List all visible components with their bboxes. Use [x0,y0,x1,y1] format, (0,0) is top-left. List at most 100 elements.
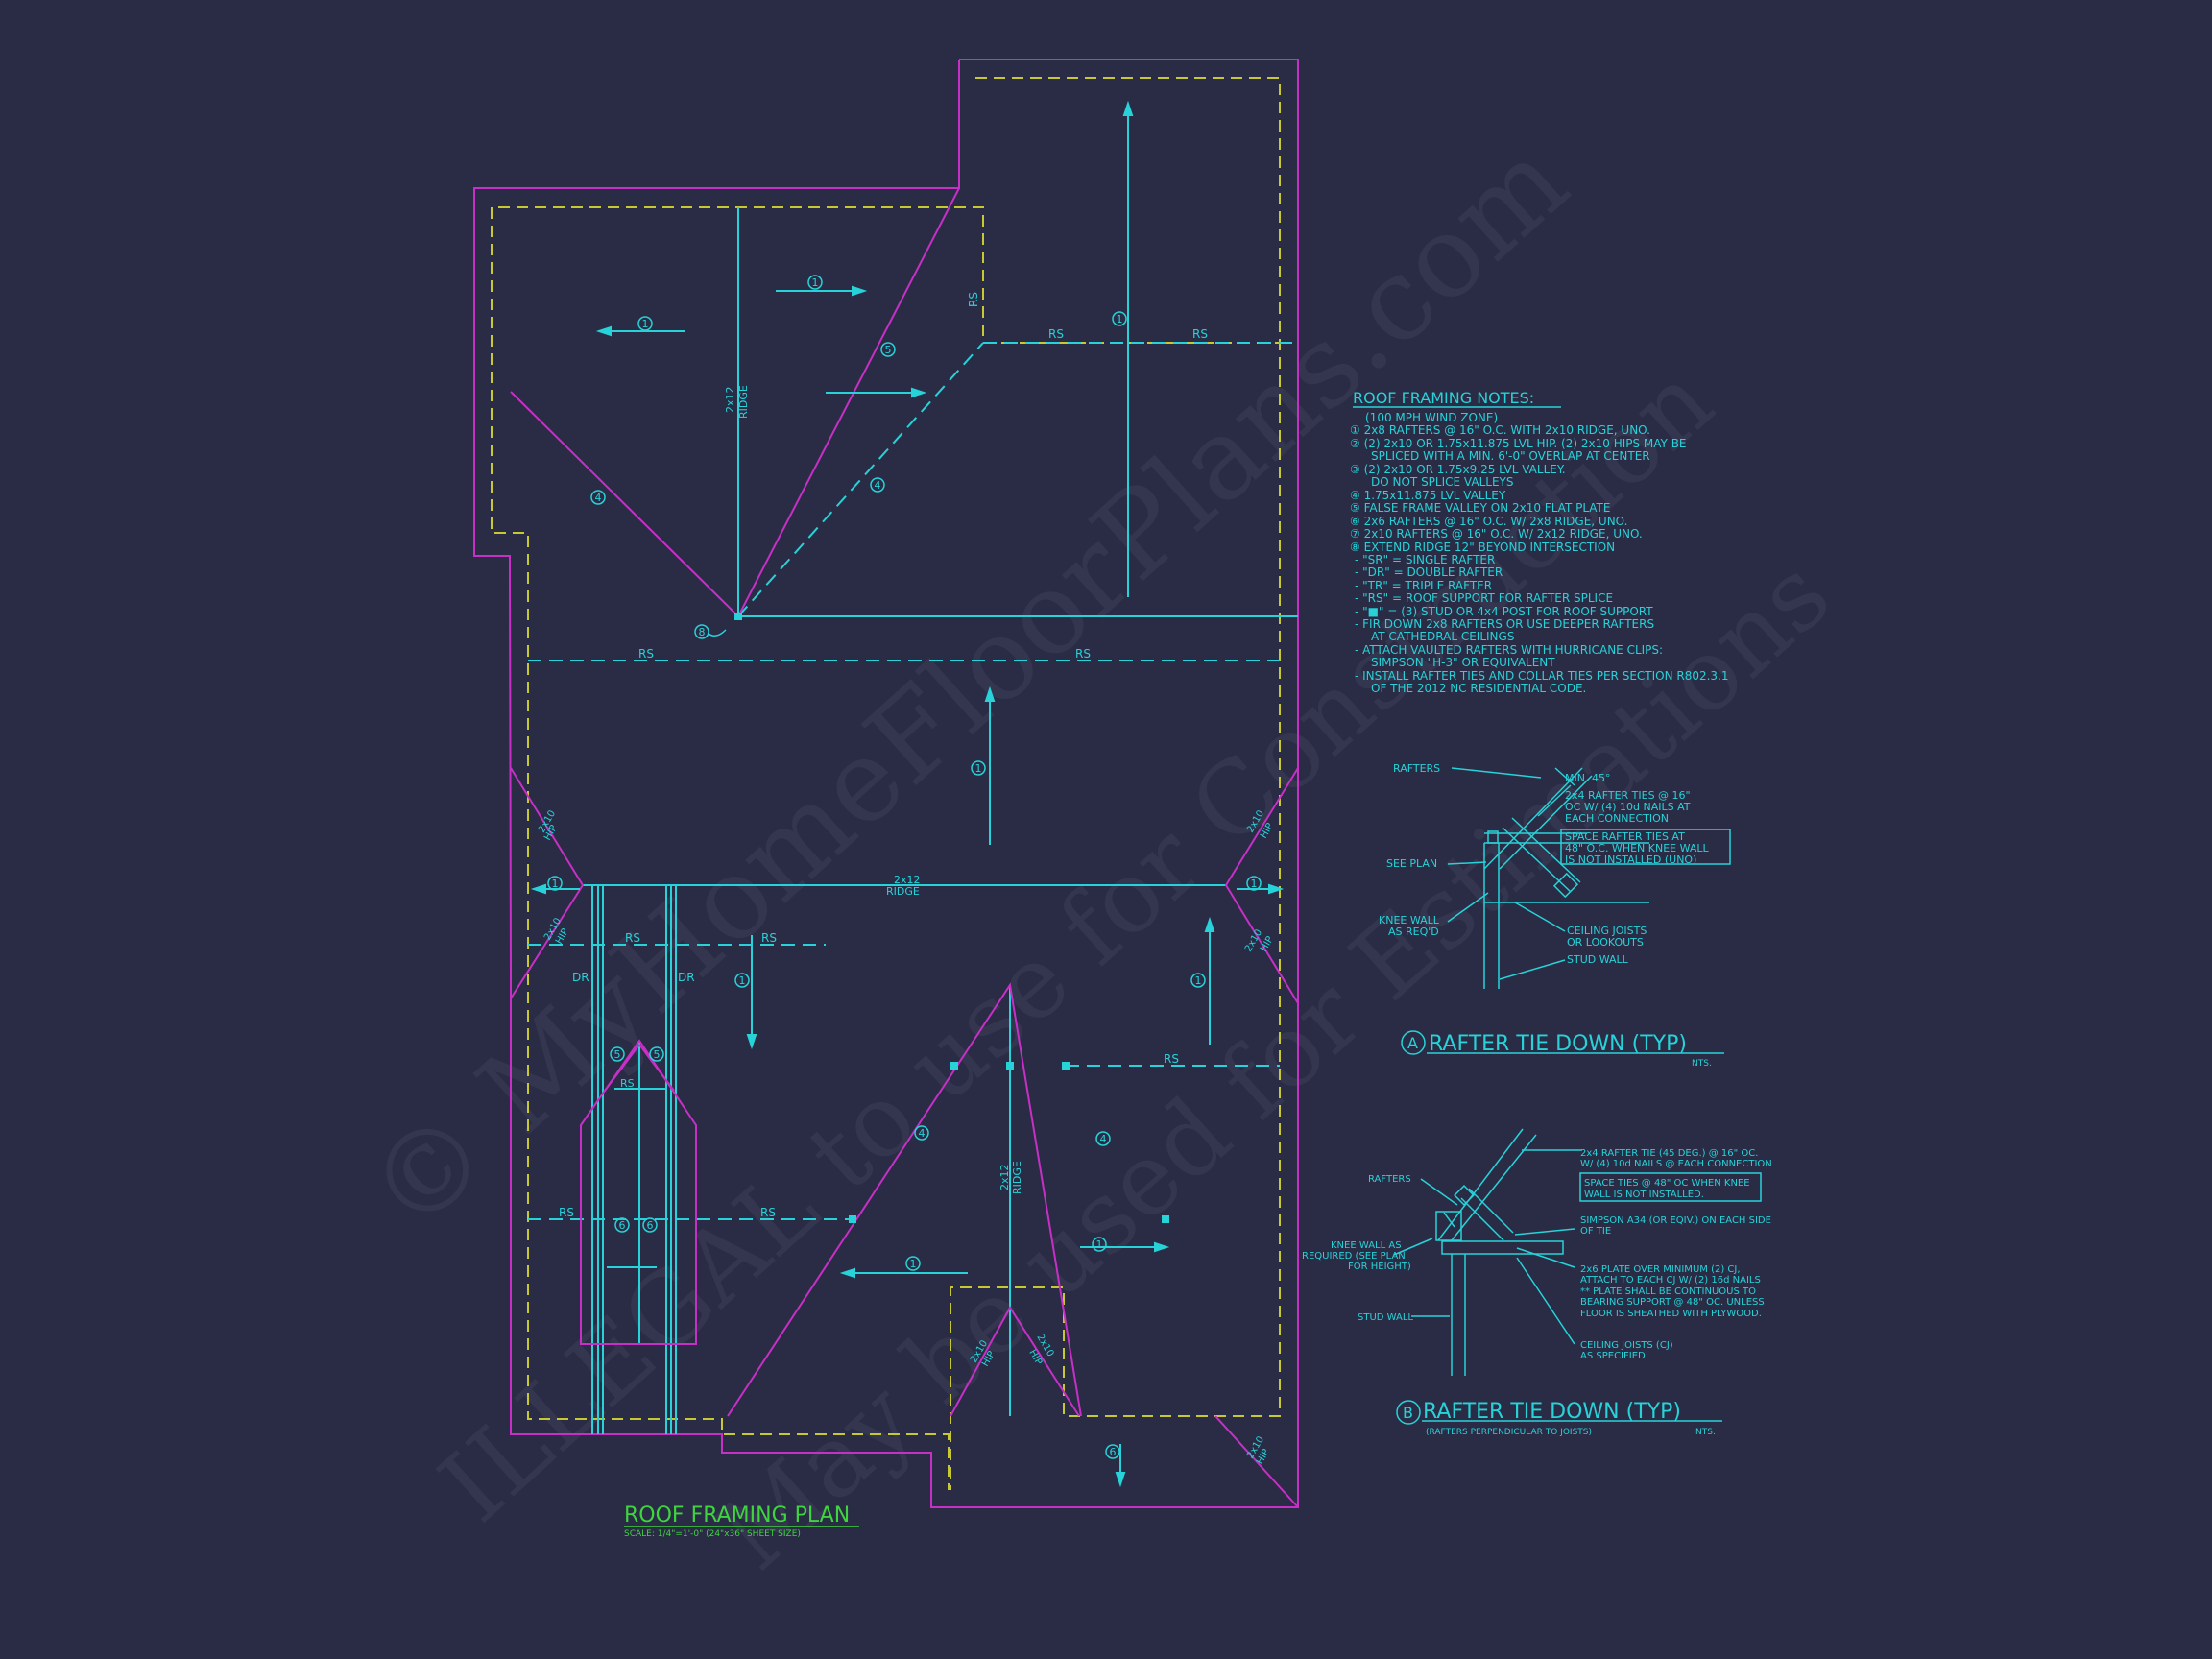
mark-1: 1 [1251,878,1258,890]
gable-large [727,982,1082,1417]
rs-label: RS [761,931,777,945]
detail-b-plate: ATTACH TO EACH CJ W/ (2) 16d NAILS [1580,1275,1761,1286]
note-line: ⑤ FALSE FRAME VALLEY ON 2x10 FLAT PLATE [1350,501,1610,515]
ridge-size-label: 2x12 [998,1164,1011,1190]
detail-a: RAFTERS MIN. 45° 2x4 RAFTER TIES @ 16" O… [1379,762,1731,1069]
dormer-outline [580,1039,697,1345]
note-line: ④ 1.75x11.875 LVL VALLEY [1350,489,1506,502]
rs-label: RS [760,1206,776,1219]
detail-b-title: RAFTER TIE DOWN (TYP) [1423,1400,1681,1424]
note-line: ⑧ EXTEND RIDGE 12" BEYOND INTERSECTION [1350,541,1615,554]
note-line: DO NOT SPLICE VALLEYS [1371,475,1513,489]
mark-1: 1 [739,974,746,987]
valley-dashed [737,342,984,617]
detail-a-ceiling: OR LOOKOUTS [1567,936,1644,949]
roof-framing-notes: ROOF FRAMING NOTES: (100 MPH WIND ZONE) … [1350,389,1729,695]
detail-b-nts: NTS. [1695,1428,1716,1437]
ridge-label: RIDGE [1011,1161,1023,1194]
detail-b-marker: B [1403,1404,1413,1422]
rs-label: RS [620,1077,635,1090]
note-line: (100 MPH WIND ZONE) [1365,411,1498,424]
detail-a-min-angle: MIN. 45° [1565,772,1610,784]
gable-small [950,1306,1080,1417]
mark-6: 6 [1110,1446,1117,1458]
plan-scale: SCALE: 1/4"=1'-0" (24"x36" SHEET SIZE) [624,1529,801,1539]
hip-right-pair [1224,767,1299,1004]
plan-title-block: ROOF FRAMING PLAN SCALE: 1/4"=1'-0" (24"… [624,1503,859,1539]
rs-label: RS [1192,327,1208,341]
mark-1: 1 [1195,974,1202,987]
detail-a-boxed: SPACE RAFTER TIES AT [1565,830,1685,843]
note-line: ① 2x8 RAFTERS @ 16" O.C. WITH 2x10 RIDGE… [1350,423,1650,437]
note-line: - FIR DOWN 2x8 RAFTERS OR USE DEEPER RAF… [1355,617,1654,631]
detail-b: RAFTERS 2x4 RAFTER TIE (45 DEG.) @ 16" O… [1302,1128,1772,1437]
mark-1: 1 [552,878,559,890]
rs-label: RS [559,1206,574,1219]
dormer-valley-a [604,1044,640,1092]
ridge-label: RIDGE [886,885,920,898]
detail-a-ties: 2x4 RAFTER TIES @ 16" [1565,789,1691,802]
valley-upper [510,391,739,617]
detail-a-ties: OC W/ (4) 10d NAILS AT [1565,801,1691,813]
mark-8: 8 [699,626,706,638]
mark-6: 6 [619,1219,626,1232]
detail-b-ceiling: AS SPECIFIED [1580,1351,1646,1361]
hip-bottom-right [1214,1415,1299,1508]
callout-marks: 1 1 1 5 4 4 8 1 1 1 1 1 5 5 4 4 6 6 1 1 … [547,275,1262,1459]
note-line: SPLICED WITH A MIN. 6'-0" OVERLAP AT CEN… [1371,449,1650,463]
note-line: - INSTALL RAFTER TIES AND COLLAR TIES PE… [1355,669,1729,683]
detail-a-knee-wall: KNEE WALL [1379,914,1440,926]
detail-b-plate: BEARING SUPPORT @ 48" OC. UNLESS [1580,1297,1765,1308]
roof-plan [473,59,1299,1508]
mark-5: 5 [614,1048,621,1061]
mark-1: 1 [975,762,982,775]
note-line: ⑥ 2x6 RAFTERS @ 16" O.C. W/ 2x8 RIDGE, U… [1350,515,1627,528]
detail-a-knee-wall: AS REQ'D [1388,926,1439,938]
dr-label: DR [572,971,589,984]
exterior-wall-dashed [491,77,1281,1490]
detail-a-rafters: RAFTERS [1393,762,1440,775]
rs-label: RS [638,647,654,661]
rs-label: RS [1048,327,1064,341]
detail-b-simpson: SIMPSON A34 (OR EQIV.) ON EACH SIDE [1580,1215,1771,1226]
note-line: - "TR" = TRIPLE RAFTER [1355,579,1492,592]
detail-b-boxed: SPACE TIES @ 48" OC WHEN KNEE [1584,1178,1750,1189]
mark-5: 5 [654,1048,661,1061]
mark-5: 5 [885,344,892,356]
mark-1: 1 [910,1258,917,1270]
mark-1: 1 [642,318,649,330]
detail-a-stud-wall: STUD WALL [1567,953,1629,966]
detail-b-stud-wall: STUD WALL [1358,1312,1413,1323]
notes-title: ROOF FRAMING NOTES: [1353,389,1534,407]
note-line: SIMPSON "H-3" OR EQUIVALENT [1371,656,1555,669]
mark-1: 1 [1117,313,1123,325]
roof-outline [473,59,1299,1508]
plan-arrows [530,100,1285,1488]
detail-a-ties: EACH CONNECTION [1565,812,1669,825]
note-line: AT CATHEDRAL CEILINGS [1371,630,1514,643]
detail-a-boxed: 48" O.C. WHEN KNEE WALL [1565,842,1710,854]
mark-4: 4 [1100,1133,1107,1145]
rs-label: RS [1075,647,1091,661]
note-line: ② (2) 2x10 OR 1.75x11.875 LVL HIP. (2) 2… [1350,437,1687,450]
detail-b-simpson: OF TIE [1580,1226,1611,1237]
detail-b-ceiling: CEILING JOISTS (CJ) [1580,1340,1673,1351]
detail-a-nts: NTS. [1692,1059,1712,1069]
detail-a-title: RAFTER TIE DOWN (TYP) [1429,1032,1687,1056]
mark-1: 1 [1096,1238,1103,1251]
hip-upper-1 [737,187,960,617]
ridge-label: RIDGE [737,385,750,419]
detail-b-plate: 2x6 PLATE OVER MINIMUM (2) CJ, [1580,1264,1741,1275]
detail-b-knee-wall: FOR HEIGHT) [1348,1262,1411,1272]
detail-b-tie: W/ (4) 10d NAILS @ EACH CONNECTION [1580,1159,1772,1169]
rs-label: RS [967,292,980,307]
detail-b-plate: FLOOR IS SHEATHED WITH PLYWOOD. [1580,1309,1762,1319]
detail-a-boxed: IS NOT INSTALLED (UNO) [1565,854,1696,866]
note-line: - ATTACH VAULTED RAFTERS WITH HURRICANE … [1355,643,1663,657]
detail-b-knee-wall: REQUIRED (SEE PLAN [1302,1251,1406,1262]
mark-6: 6 [647,1219,654,1232]
note-line: ⑦ 2x10 RAFTERS @ 16" O.C. W/ 2x12 RIDGE,… [1350,527,1643,541]
mark-4: 4 [919,1127,926,1140]
note-line: - "DR" = DOUBLE RAFTER [1355,565,1503,579]
